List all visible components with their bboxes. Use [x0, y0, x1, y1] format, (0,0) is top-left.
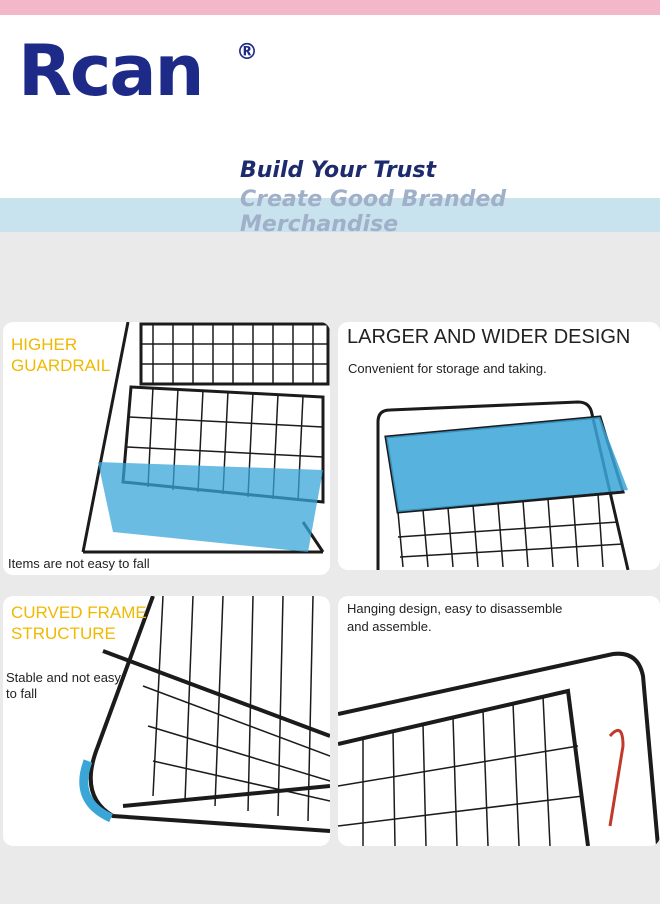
registered-mark: ®: [236, 40, 258, 65]
design-title: LARGER AND WIDER DESIGN: [347, 326, 631, 348]
design-caption: Convenient for storage and taking.: [348, 361, 547, 376]
blue-band: [0, 198, 660, 232]
guardrail-caption: Items are not easy to fall: [8, 556, 150, 571]
guardrail-title: HIGHER GUARDRAIL: [11, 335, 111, 375]
hanging-caption: Hanging design, easy to disassemble and …: [347, 601, 563, 634]
hanging-panel: Hanging design, easy to disassemble and …: [338, 596, 660, 846]
frame-panel: CURVED FRAME STRUCTURE Stable and not ea…: [3, 596, 330, 846]
curved-frame-illustration: [79, 596, 330, 833]
brand-header: Rcan ®: [0, 15, 660, 198]
guardrail-panel: HIGHER GUARDRAIL Items are not easy to f…: [3, 322, 330, 575]
brand-logo: Rcan: [18, 30, 248, 124]
hanging-basket-illustration: [338, 651, 660, 846]
tagline-primary: Build Your Trust: [240, 158, 437, 183]
tagline-secondary: Create Good Branded Merchandise: [240, 187, 507, 237]
design-panel: LARGER AND WIDER DESIGN Convenient for s…: [338, 322, 660, 570]
wide-basket-illustration: [376, 400, 630, 570]
frame-caption: Stable and not easy to fall: [6, 670, 121, 701]
logo-graphic: Rcan: [18, 30, 204, 112]
logo-text: Rcan: [18, 33, 202, 112]
frame-title: CURVED FRAME STRUCTURE: [11, 603, 147, 643]
top-pink-stripe: [0, 0, 660, 15]
guardrail-basket-illustration: [81, 322, 330, 554]
